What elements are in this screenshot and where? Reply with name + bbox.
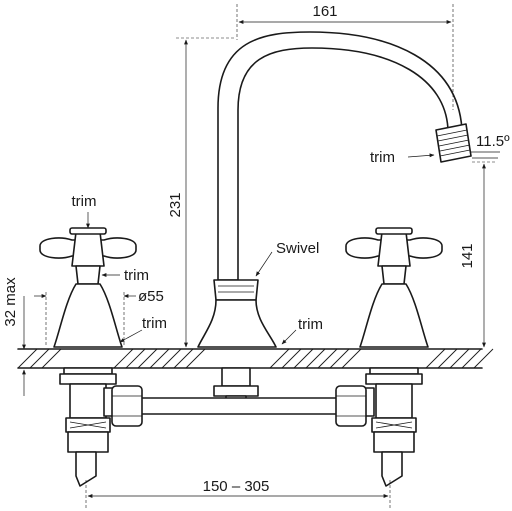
spout-aerator bbox=[435, 123, 472, 163]
dimension-width-spout bbox=[236, 4, 454, 110]
dimension-height-spout-label: 141 bbox=[459, 243, 476, 268]
deck-hatching bbox=[17, 348, 494, 369]
hatch-line bbox=[173, 348, 194, 369]
hatch-line bbox=[437, 348, 458, 369]
dimension-height-total bbox=[176, 37, 236, 348]
hatch-line bbox=[341, 348, 362, 369]
dimension-spacing-label: 150 – 305 bbox=[203, 478, 270, 495]
dimension-diameter bbox=[34, 292, 136, 347]
hatch-line bbox=[149, 348, 170, 369]
hatch-line bbox=[473, 348, 494, 369]
hatch-line bbox=[425, 348, 446, 369]
dimension-diameter-label: ø55 bbox=[138, 288, 164, 305]
hatch-line bbox=[29, 348, 50, 369]
hatch-line bbox=[329, 348, 350, 369]
dimension-angle bbox=[470, 151, 500, 159]
deck-surface bbox=[17, 348, 494, 369]
spout bbox=[197, 31, 472, 411]
callout-trim-spout-label: trim bbox=[298, 316, 323, 333]
dimension-width-spout-label: 161 bbox=[312, 3, 337, 20]
dimension-height-total-label: 231 bbox=[167, 192, 184, 217]
spout-swivel-collar bbox=[197, 279, 277, 348]
hatch-line bbox=[461, 348, 482, 369]
dimension-angle-label: 11.5º bbox=[476, 133, 510, 150]
hatch-line bbox=[281, 348, 302, 369]
left-tap bbox=[39, 227, 137, 487]
left-under-deck bbox=[59, 367, 117, 487]
callout-trim-top-label: trim bbox=[72, 193, 97, 210]
dimension-spacing bbox=[85, 480, 391, 508]
callout-swivel-leader bbox=[255, 251, 273, 277]
left-handle bbox=[39, 227, 137, 285]
dimension-deck-max-label: 32 max bbox=[2, 277, 19, 327]
hatch-line bbox=[317, 348, 338, 369]
callout-trim-spout-leader bbox=[281, 329, 297, 345]
hatch-line bbox=[305, 348, 326, 369]
callout-trim-body-label: trim bbox=[142, 315, 167, 332]
right-under-deck bbox=[363, 367, 423, 487]
left-body bbox=[53, 283, 123, 348]
hatch-line bbox=[41, 348, 62, 369]
hatch-line bbox=[17, 348, 38, 369]
right-tap bbox=[345, 227, 443, 487]
callout-trim-body-leader bbox=[119, 329, 143, 343]
hatch-line bbox=[185, 348, 206, 369]
hatch-line bbox=[161, 348, 182, 369]
right-body bbox=[359, 283, 429, 348]
connecting-pipework bbox=[111, 385, 367, 427]
hatch-line bbox=[449, 348, 470, 369]
callout-trim-aerator-leader bbox=[407, 153, 435, 158]
hatch-line bbox=[293, 348, 314, 369]
hatch-line bbox=[269, 348, 290, 369]
hatch-line bbox=[125, 348, 146, 369]
dimension-height-spout bbox=[472, 161, 496, 348]
right-handle bbox=[345, 227, 443, 285]
callout-swivel-label: Swivel bbox=[276, 240, 319, 257]
hatch-line bbox=[113, 348, 134, 369]
hatch-line bbox=[137, 348, 158, 369]
callout-trim-handle-label: trim bbox=[124, 267, 149, 284]
callout-trim-aerator-label: trim bbox=[370, 149, 395, 166]
